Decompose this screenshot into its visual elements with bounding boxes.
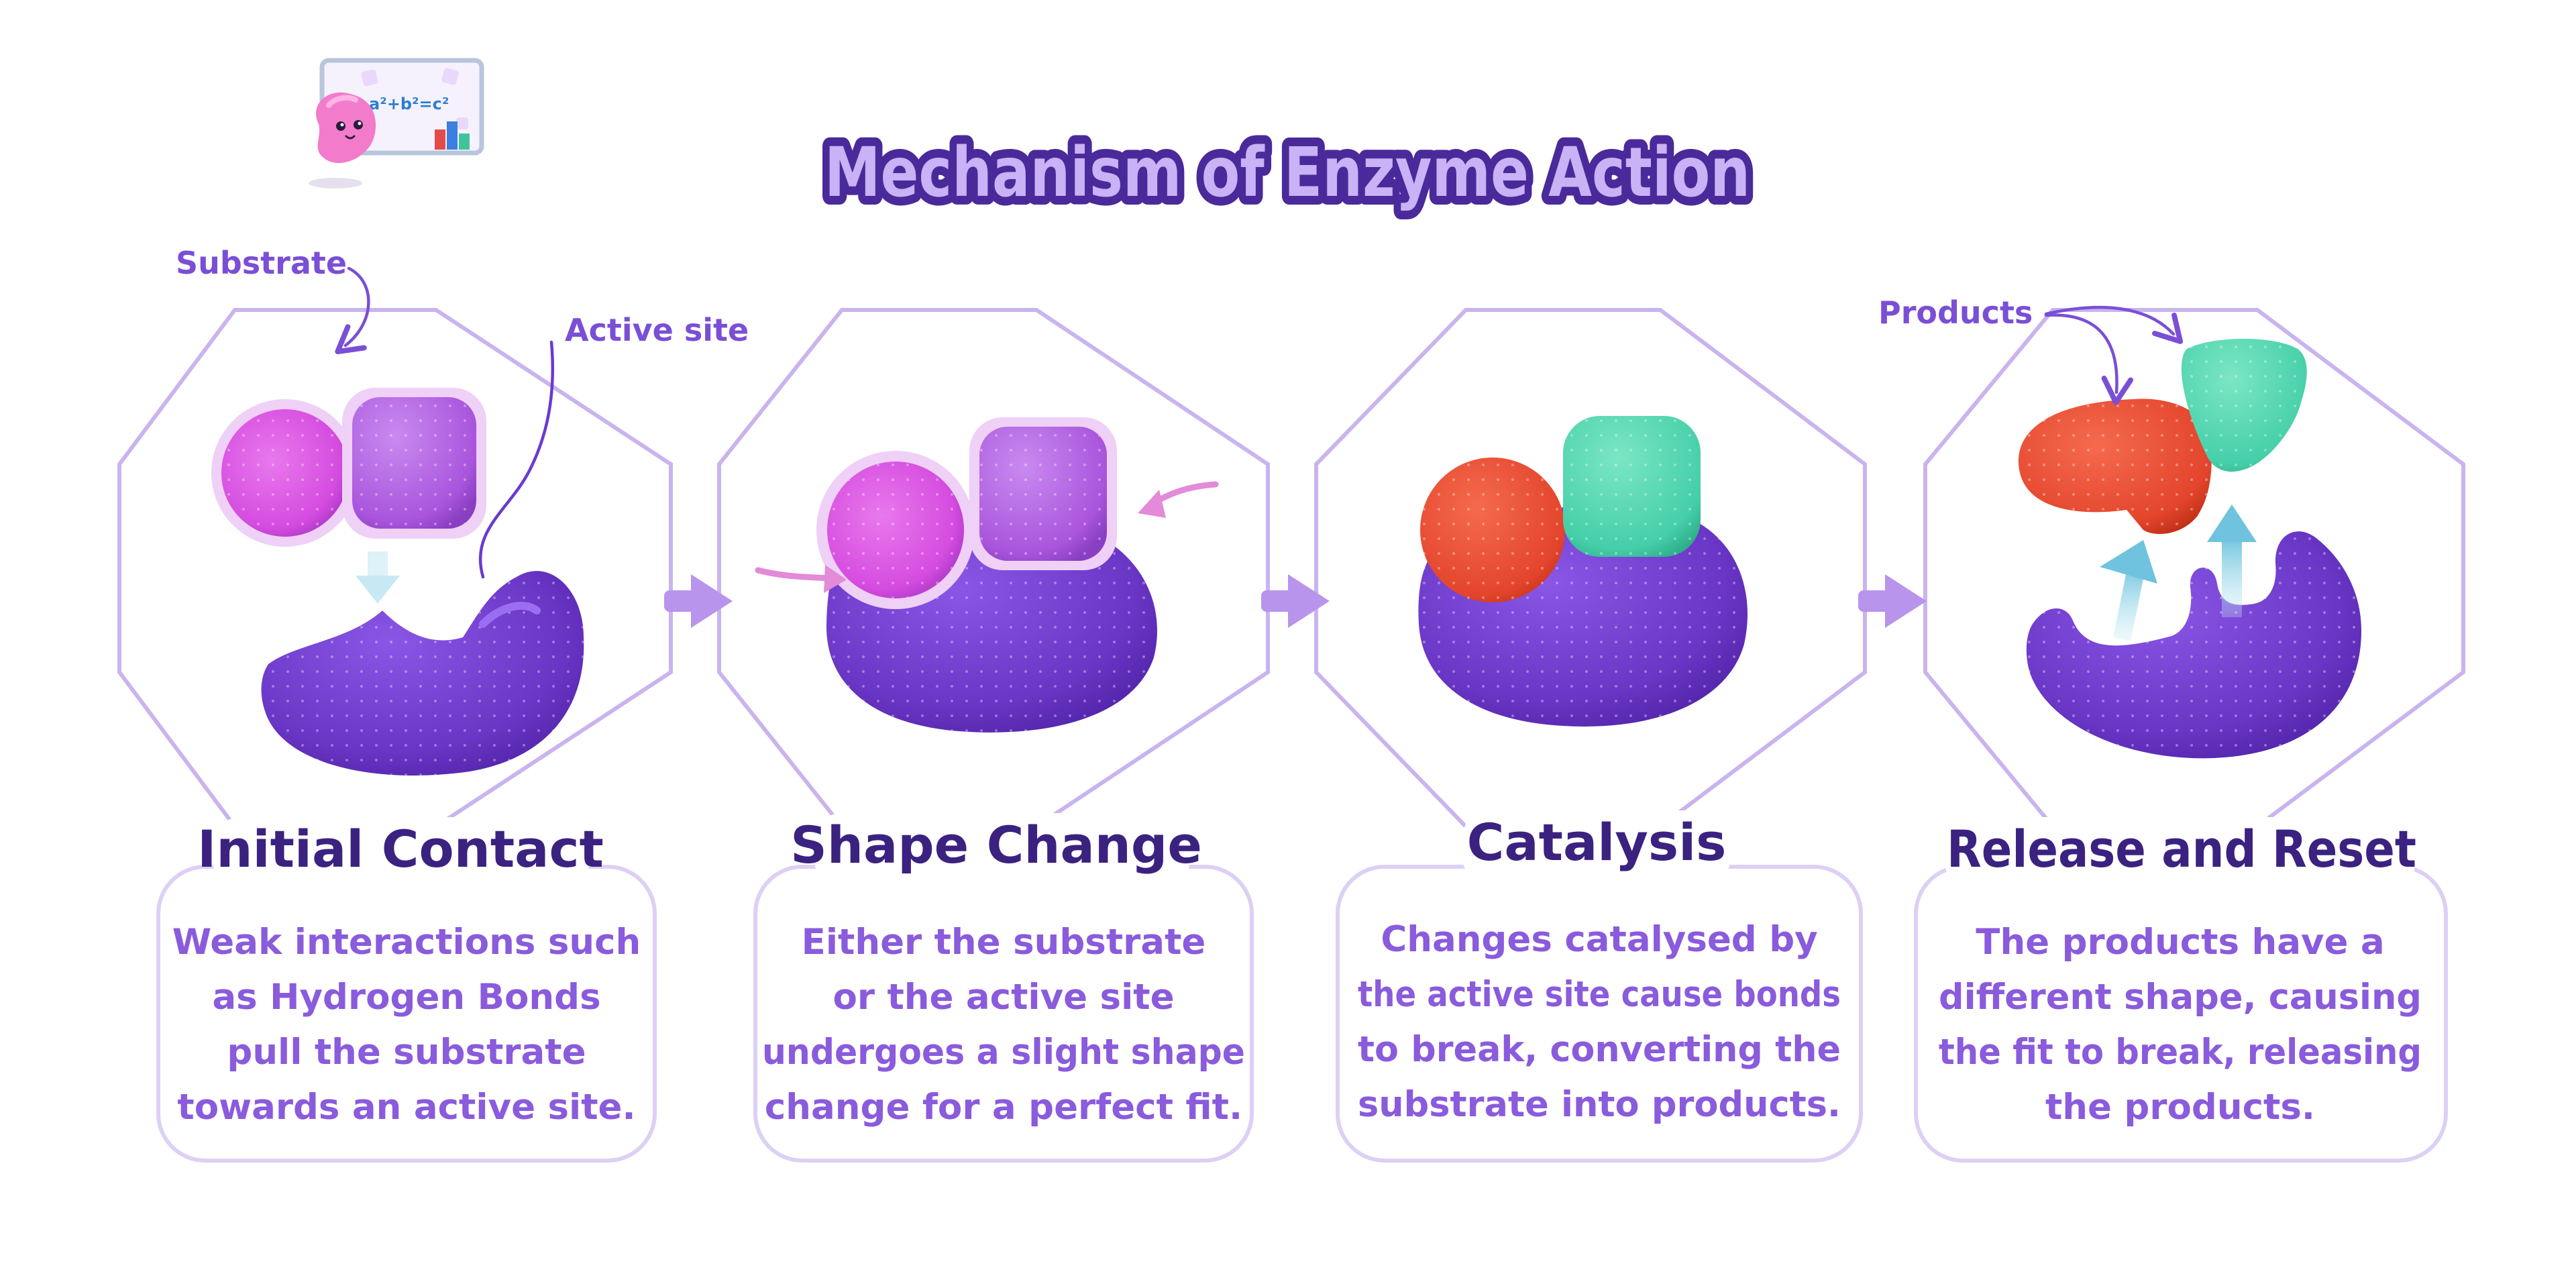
substrate-round	[816, 451, 975, 609]
arrow-left-icon-head	[1138, 490, 1166, 518]
arrow-right-icon	[664, 574, 733, 628]
cartoon-teacher-blob-icon: a²+b²=c²	[309, 58, 484, 189]
step-2-panel: Shape Change Either the substrate or the…	[753, 813, 1254, 1163]
step-2-line-4: change for a perfect fit.	[765, 1087, 1242, 1128]
arrow-right-icon	[1261, 574, 1330, 628]
callout-products: Products	[1878, 295, 2033, 331]
arrow-right-icon	[1858, 574, 1927, 628]
step-2-title: Shape Change	[790, 815, 1202, 875]
callout-substrate-arrow	[335, 266, 370, 355]
callout-products-arrow-1	[2044, 313, 2134, 405]
step-2-line-1: Either the substrate	[802, 922, 1206, 963]
substrate-square	[342, 388, 486, 539]
step-3-panel: Catalysis Changes catalysed by the activ…	[1336, 810, 1863, 1163]
arrow-right-icon	[755, 567, 835, 582]
callout-active-site-line	[478, 340, 555, 579]
step-3-title: Catalysis	[1467, 812, 1727, 872]
arrow-right-icon-head	[824, 565, 847, 593]
step-1-line-3: pull the substrate	[227, 1032, 586, 1073]
product-red	[1420, 458, 1565, 602]
mascot-formula: a²+b²=c²	[369, 95, 449, 113]
step-1-line-1: Weak interactions such	[172, 922, 641, 963]
step-4-line-4: the products.	[2045, 1087, 2315, 1128]
step-4-illustration	[2018, 339, 2361, 759]
step-3-line-2: the active site cause bonds	[1358, 974, 1841, 1015]
step-4-line-1: The products have a	[1976, 922, 2384, 963]
page-title-outline: Mechanism of Enzyme Action	[824, 133, 1750, 213]
step-1-line-4: towards an active site.	[177, 1087, 635, 1128]
callout-products-arrow-2	[2044, 305, 2184, 344]
arrow-up-icon	[2100, 540, 2157, 641]
step-2-line-3: undergoes a slight shape	[762, 1032, 1245, 1073]
step-4-title: Release and Reset	[1947, 819, 2416, 879]
step-1-title: Initial Contact	[197, 819, 604, 879]
page-title: Mechanism of Enzyme Action	[824, 133, 1750, 213]
step-3-illustration	[1418, 416, 1748, 727]
substrate-round	[211, 399, 359, 547]
callout-substrate: Substrate	[176, 245, 347, 281]
substrate-square	[969, 417, 1117, 570]
step-2-illustration	[755, 417, 1219, 733]
product-green	[1563, 416, 1701, 557]
step-4-panel: Release and Reset The products have a di…	[1914, 817, 2448, 1163]
step-3-line-1: Changes catalysed by	[1381, 919, 1817, 960]
arrow-down-icon	[356, 551, 400, 604]
step-1-line-2: as Hydrogen Bonds	[212, 977, 600, 1018]
step-1-illustration	[211, 388, 584, 776]
product-red	[2018, 398, 2212, 534]
step-3-line-3: to break, converting the	[1358, 1029, 1841, 1070]
step-3-line-4: substrate into products.	[1358, 1084, 1841, 1125]
step-4-line-3: the fit to break, releasing	[1939, 1032, 2422, 1073]
step-2-line-2: or the active site	[833, 977, 1174, 1018]
arrow-up-icon	[2207, 504, 2257, 617]
step-4-line-2: different shape, causing	[1939, 977, 2422, 1018]
callout-active-site: Active site	[565, 312, 749, 348]
product-green	[2181, 339, 2307, 472]
step-1-panel: Initial Contact Weak interactions such a…	[156, 817, 657, 1163]
